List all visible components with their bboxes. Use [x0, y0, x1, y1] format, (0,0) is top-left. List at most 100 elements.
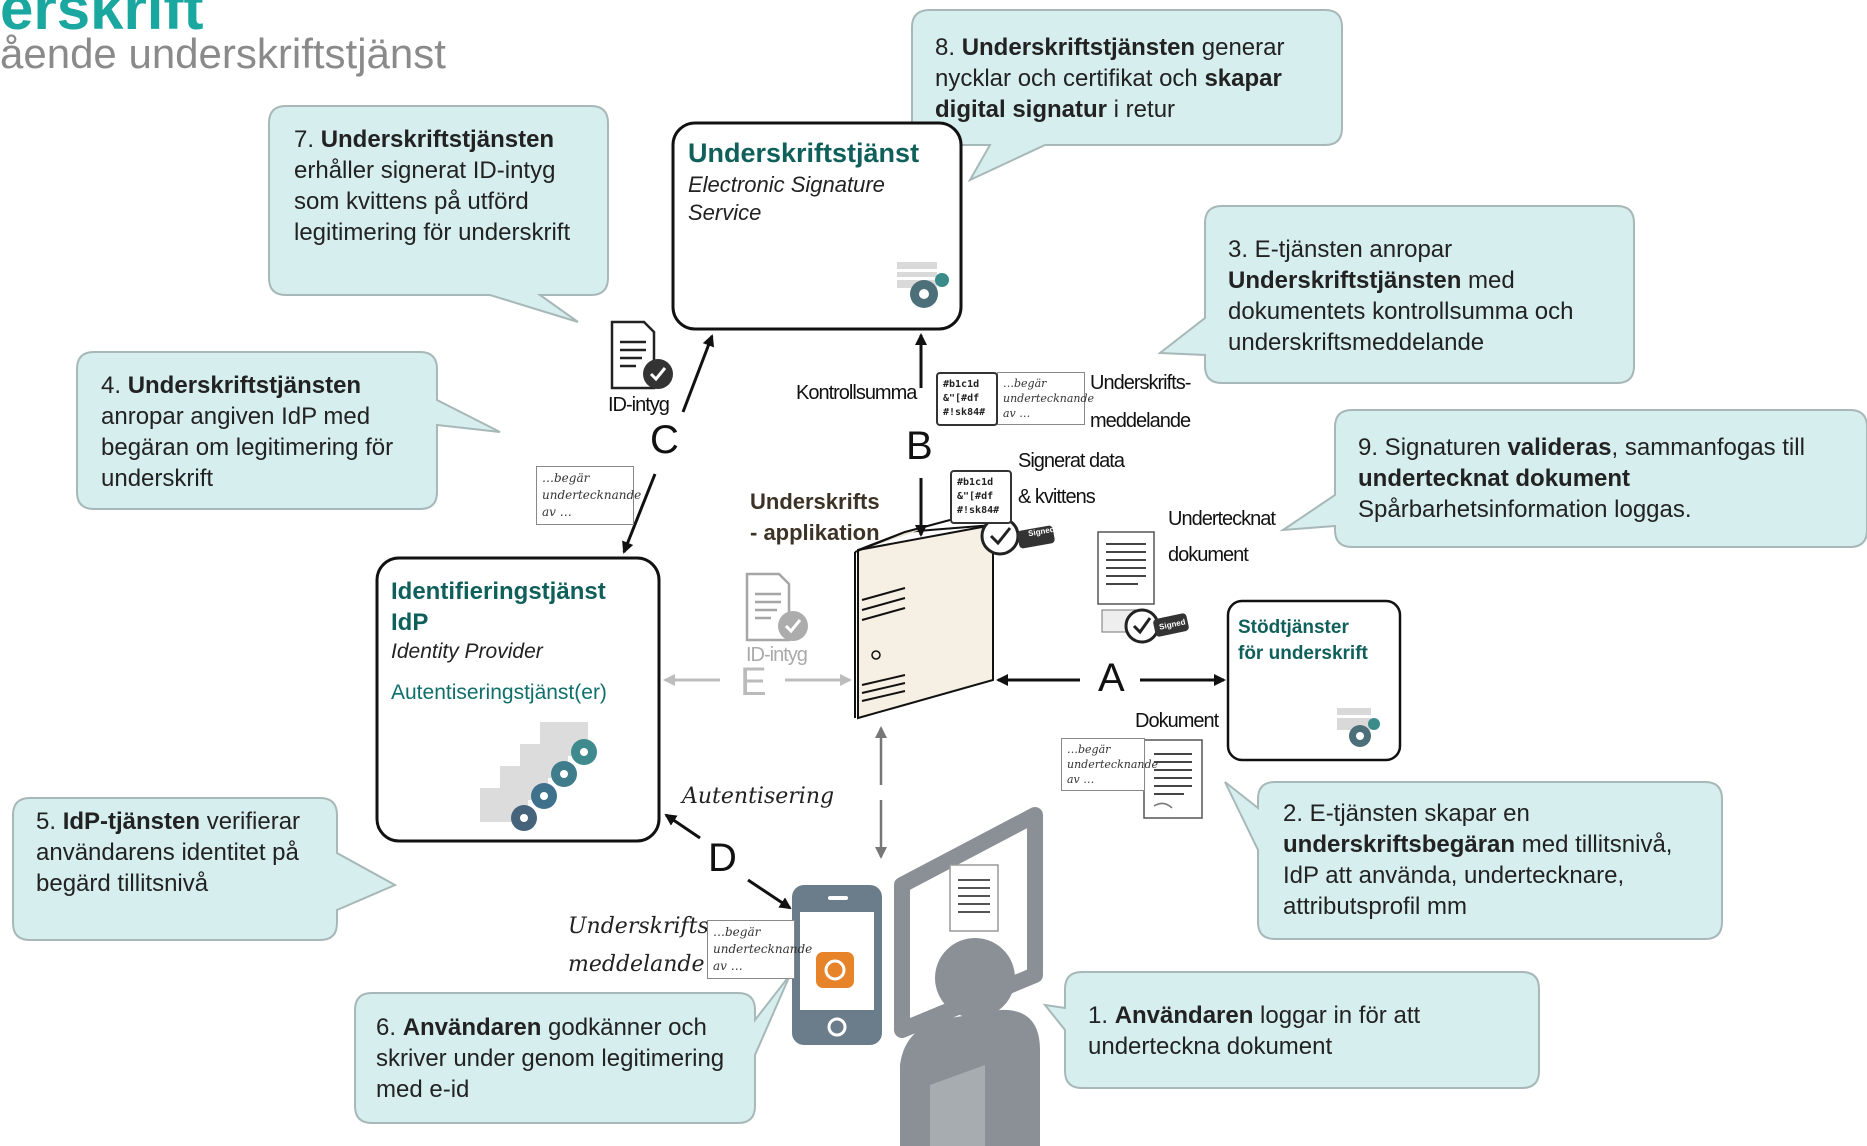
checksum-card: #b1c1d &"[#df #!sk84# — [936, 372, 998, 426]
signed-stamp-icon — [980, 516, 1055, 556]
callout-4: 4. Underskriftstjänsten anropar angiven … — [101, 370, 431, 494]
callout-bubble-1 — [1042, 971, 1540, 1089]
step-letter-b: B — [906, 424, 933, 468]
step-letter-e: E — [740, 660, 767, 704]
callout-emphasis: Underskriftstjänsten — [1228, 267, 1462, 294]
callout-bubble-2 — [1224, 781, 1723, 940]
callout-6: 6. Användaren godkänner och skriver unde… — [376, 1012, 746, 1105]
arrow-c-down — [622, 473, 657, 554]
callout-emphasis: skapar digital signatur — [935, 65, 1282, 123]
callout-text: 5. — [36, 808, 63, 835]
idp-title-line2: IdP — [391, 609, 429, 636]
step-letter-d: D — [708, 836, 737, 880]
callout-text: anropar angiven IdP med begäran om legit… — [101, 403, 394, 492]
callout-text: 8. — [935, 34, 962, 61]
callout-emphasis: Underskriftstjänsten — [127, 372, 362, 399]
gear-icon — [897, 262, 949, 308]
callout-bubble-5 — [12, 797, 398, 941]
callout-text: erhåller signerat ID-intyg som kvittens … — [294, 157, 571, 246]
callout-text: generar nycklar och certifikat och — [935, 34, 1285, 92]
callout-3: 3. E-tjänsten anropar Underskriftstjänst… — [1228, 234, 1623, 358]
callout-emphasis: IdP-tjänsten — [62, 808, 201, 835]
label-signerat-1: Signerat data — [1018, 450, 1125, 472]
request-note: …begär undertecknande av … — [707, 920, 812, 979]
callout-1: 1. Användaren loggar in för att undertec… — [1088, 1000, 1518, 1062]
callout-emphasis: Underskriftstjänsten — [961, 34, 1196, 61]
label-phone-msg-2: meddelande — [568, 952, 705, 977]
gear-stack-icon — [480, 722, 597, 831]
callout-8: 8. Underskriftstjänsten generar nycklar … — [935, 32, 1330, 125]
signature-service-title: Underskriftstjänst — [688, 138, 920, 168]
callout-text: godkänner och skriver under genom legiti… — [376, 1014, 725, 1103]
callout-text: i retur — [1107, 96, 1176, 123]
callout-text: Spårbarhetsinformation loggas. — [1358, 496, 1692, 523]
user-with-computer-icon — [894, 807, 1043, 1146]
callout-text: 2. E-tjänsten skapar en — [1283, 800, 1530, 827]
callout-bubble-4 — [76, 351, 501, 510]
label-underskrifts-2: meddelande — [1090, 410, 1191, 432]
callout-text: 1. — [1088, 1002, 1115, 1029]
callout-emphasis: valideras — [1507, 434, 1612, 461]
callout-text: loggar in för att underteckna dokument — [1088, 1002, 1421, 1060]
document-icon — [1143, 739, 1203, 819]
callout-text: 7. — [294, 126, 321, 153]
application-label: Underskrifts - applikation — [750, 489, 880, 545]
arrow-d-up — [664, 813, 701, 840]
gear-icon — [1337, 708, 1380, 747]
id-certificate-icon — [610, 320, 673, 390]
callout-emphasis: Underskriftstjänsten — [320, 126, 555, 153]
support-title-line1: Stödtjänster — [1238, 617, 1349, 638]
support-title-line2: för underskrift — [1238, 643, 1368, 664]
callout-text: , sammanfogas till — [1611, 434, 1805, 461]
label-underskrifts-1: Underskrifts- — [1090, 372, 1191, 394]
arrow-d-down — [747, 878, 792, 910]
label-id-intyg-mid: ID-intyg — [746, 644, 808, 666]
callout-bubble-6 — [354, 974, 791, 1124]
label-undertecknat-2: dokument — [1168, 544, 1249, 566]
step-letter-c: C — [650, 418, 679, 462]
callout-text: 3. E-tjänsten anropar — [1228, 236, 1453, 263]
callout-text: 6. — [376, 1014, 403, 1041]
idp-box — [375, 556, 661, 843]
label-signerat-2: & kvittens — [1018, 486, 1096, 508]
request-note: …begär undertecknande av … — [1061, 738, 1158, 791]
callout-emphasis: Användaren — [1114, 1002, 1254, 1029]
label-kontrollsumma: Kontrollsumma — [796, 382, 917, 404]
callout-emphasis: undertecknat dokument — [1358, 465, 1631, 492]
signature-service-subtitle: Electronic Signature Service — [688, 172, 885, 225]
callout-9: 9. Signaturen valideras, sammanfogas til… — [1358, 432, 1858, 525]
label-autentisering: Autentisering — [682, 784, 835, 809]
signature-service-box — [671, 121, 963, 331]
callout-text: med dokumentets kontrollsumma och unders… — [1228, 267, 1574, 356]
idp-label: Identifieringstjänst IdP Identity Provid… — [391, 576, 651, 705]
support-services-label: Stödtjänster för underskrift — [1238, 615, 1398, 667]
signature-service-label: Underskriftstjänst Electronic Signature … — [688, 138, 958, 227]
idp-subtitle: Identity Provider — [391, 640, 543, 663]
callout-7: 7. Underskriftstjänsten erhåller signera… — [294, 124, 594, 248]
idp-auth-label: Autentiseringstjänst(er) — [391, 681, 607, 704]
callout-emphasis: underskriftsbegäran — [1283, 831, 1516, 858]
page-subtitle: ående underskriftstjänst — [0, 30, 446, 77]
callout-text: 9. Signaturen — [1358, 434, 1508, 461]
callout-bubble-7 — [268, 105, 609, 323]
callout-5: 5. IdP-tjänsten verifierar användarens i… — [36, 806, 326, 899]
step-letter-a: A — [1098, 656, 1125, 700]
callout-text: med tillitsnivå, IdP att använda, undert… — [1283, 831, 1673, 920]
label-undertecknat-1: Undertecknat — [1168, 508, 1276, 530]
request-note: …begär undertecknande av … — [997, 372, 1094, 425]
callout-2: 2. E-tjänsten skapar en underskriftsbegä… — [1283, 798, 1693, 922]
callout-bubble-9 — [1279, 409, 1867, 548]
server-icon — [854, 519, 994, 720]
callout-bubble-3 — [1157, 205, 1635, 384]
phone-icon — [792, 885, 882, 1045]
label-dokument: Dokument — [1135, 710, 1219, 732]
page-title: erskrift — [0, 0, 204, 42]
callout-bubble-8 — [911, 9, 1343, 183]
request-note: …begär undertecknande av … — [536, 466, 641, 525]
signed-document-icon — [1097, 531, 1189, 644]
checksum-card: #b1c1d &"[#df #!sk84# — [950, 470, 1012, 524]
callout-text: verifierar användarens identitet på begä… — [36, 808, 301, 897]
callout-text: 4. — [101, 372, 128, 399]
